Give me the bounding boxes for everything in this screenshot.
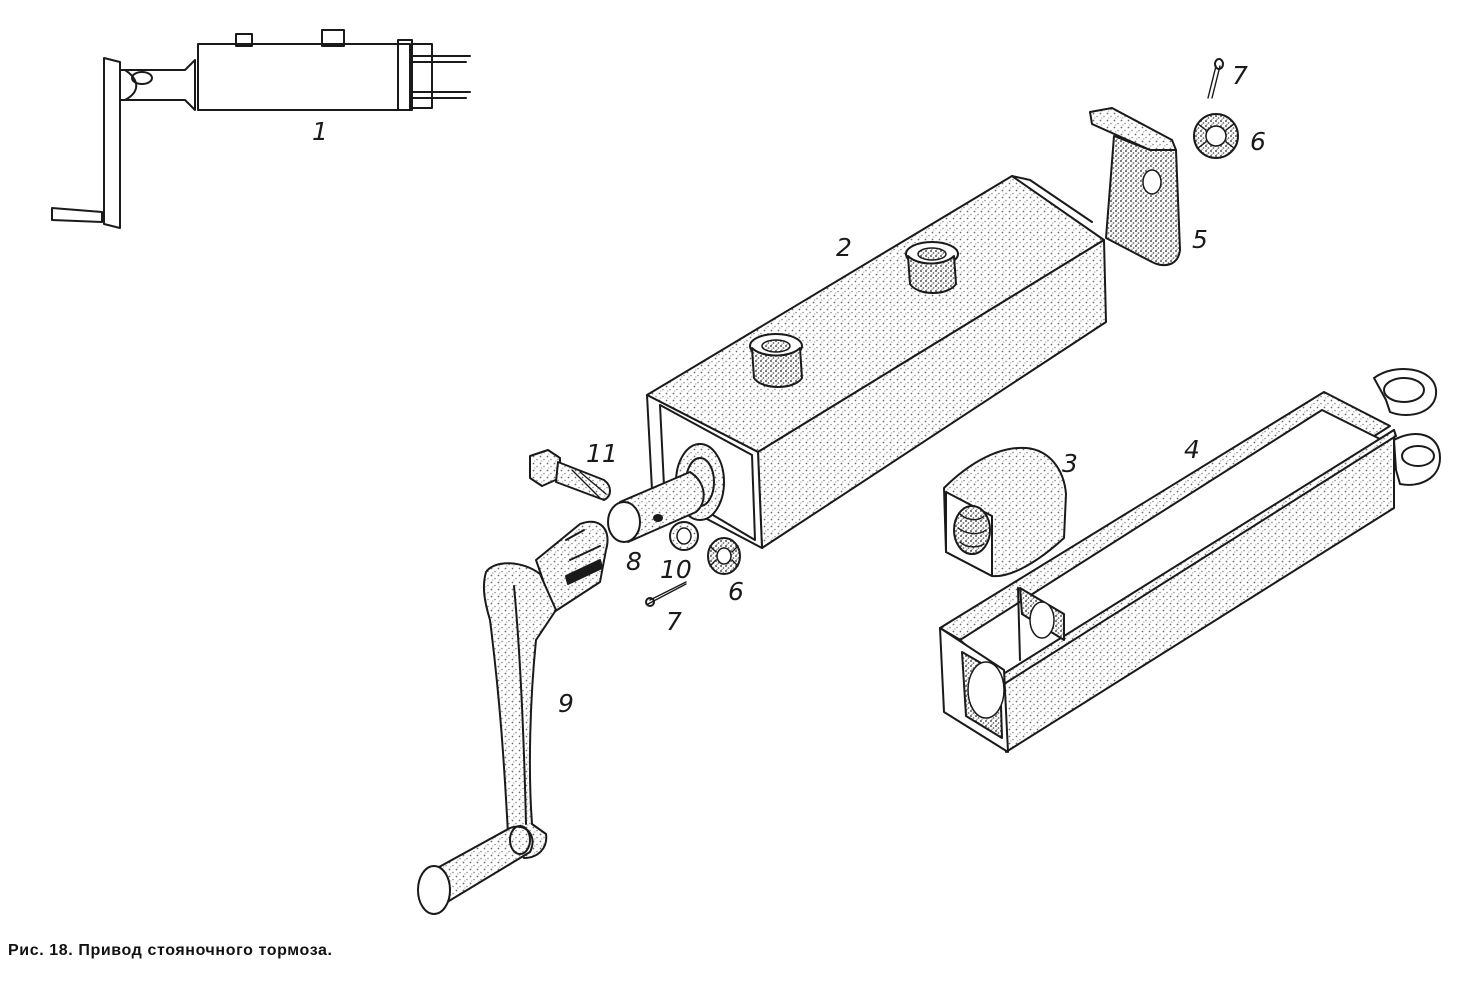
bracket xyxy=(1089,107,1181,267)
callout-7-lower: 7 xyxy=(666,607,682,636)
shaft xyxy=(607,471,705,543)
callout-10: 10 xyxy=(660,555,692,584)
washer xyxy=(669,521,699,551)
cotter-pin-lower xyxy=(645,581,687,607)
callout-8: 8 xyxy=(626,547,642,576)
guide-frame xyxy=(939,367,1441,753)
callout-11: 11 xyxy=(586,439,618,468)
castle-nut-lower xyxy=(707,537,741,575)
bolt xyxy=(529,449,611,501)
callout-1: 1 xyxy=(312,117,328,146)
housing xyxy=(646,175,1107,549)
castle-nut-upper xyxy=(1193,113,1239,159)
crank-handle xyxy=(417,520,609,915)
callout-6-upper: 6 xyxy=(1250,127,1266,156)
callout-2: 2 xyxy=(836,233,852,262)
callout-9: 9 xyxy=(558,689,574,718)
callout-5: 5 xyxy=(1192,225,1208,254)
nut-block xyxy=(943,446,1067,578)
callout-3: 3 xyxy=(1062,449,1078,478)
cotter-pin-upper xyxy=(1207,58,1224,99)
callout-6-lower: 6 xyxy=(728,577,744,606)
callout-4: 4 xyxy=(1184,435,1200,464)
assembly-overview xyxy=(51,29,471,229)
callout-7-upper: 7 xyxy=(1232,61,1248,90)
callout-labels: 1 2 3 4 5 6 7 6 7 8 9 10 11 xyxy=(312,61,1266,718)
figure-caption: Рис. 18. Привод стояночного тормоза. xyxy=(8,942,333,959)
